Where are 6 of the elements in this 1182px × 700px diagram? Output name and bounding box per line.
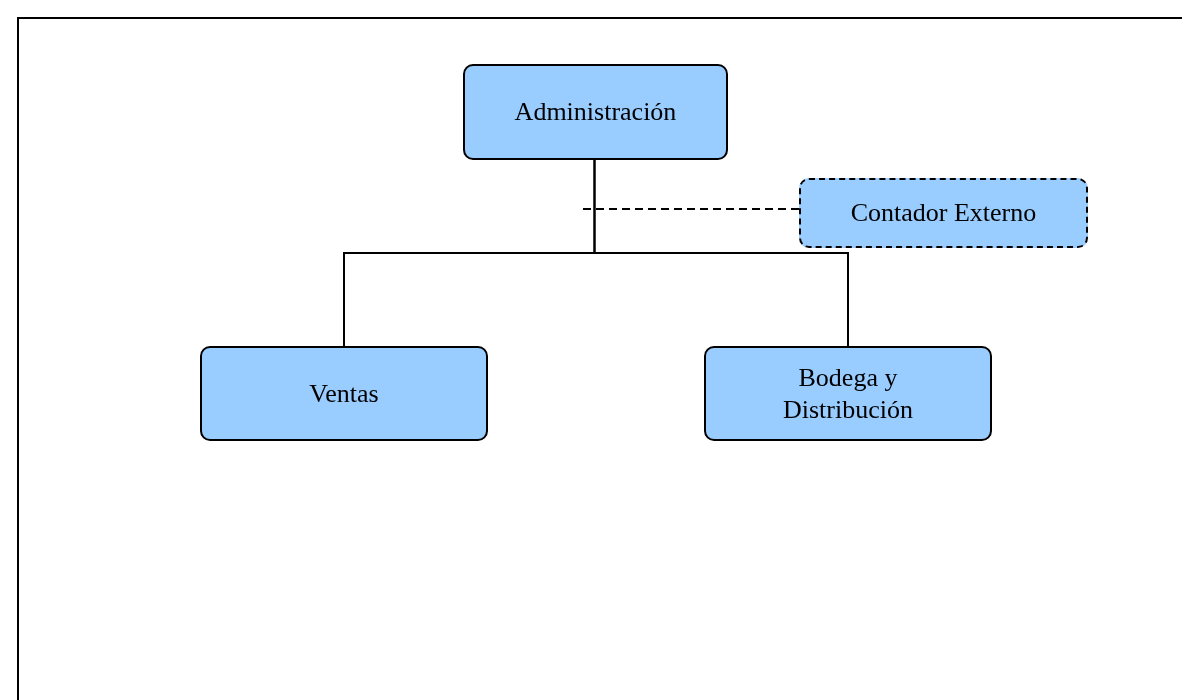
org-box: Administración: [463, 64, 728, 160]
connector-line: [593, 159, 849, 347]
org-box: Ventas: [200, 346, 488, 441]
dashed-connector-line: [582, 208, 800, 210]
org-box: Bodega y Distribución: [704, 346, 992, 441]
org-box: Contador Externo: [799, 178, 1088, 248]
